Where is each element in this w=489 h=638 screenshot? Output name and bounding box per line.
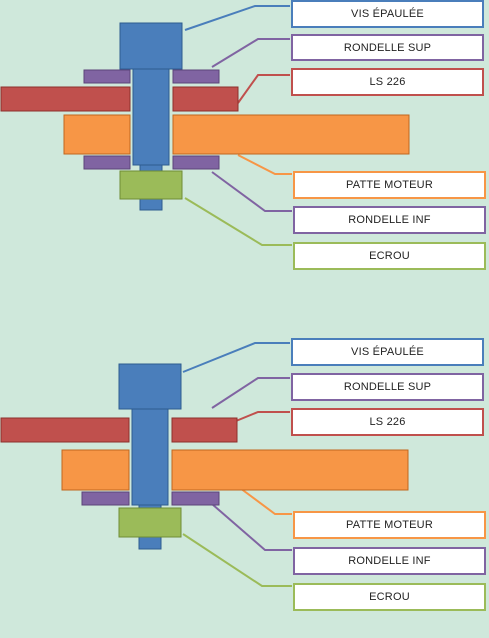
leader-patte — [237, 154, 292, 175]
leader-ecrou — [184, 197, 292, 246]
rondelle-inf-right — [171, 491, 220, 506]
vis-shank — [132, 68, 170, 166]
ecrou-nut — [118, 507, 182, 538]
label-rondelle-inf: RONDELLE INF — [293, 547, 486, 575]
rondelle-inf-left — [81, 491, 130, 506]
ls226-plate-right — [171, 417, 238, 443]
leader-vis — [182, 342, 290, 373]
leader-vis — [184, 5, 290, 31]
ls226-plate-left — [0, 86, 131, 112]
vis-head — [119, 22, 183, 70]
patte-moteur-left — [63, 114, 131, 155]
label-vis-epaulee: VIS ÉPAULÉE — [291, 0, 484, 28]
label-rondelle-sup: RONDELLE SUP — [291, 373, 484, 401]
assembly-drawing — [0, 5, 410, 246]
patte-moteur-left — [61, 449, 130, 491]
label-patte-moteur: PATTE MOTEUR — [293, 171, 486, 199]
rondelle-inf-left — [83, 155, 131, 170]
label-ls226: LS 226 — [291, 408, 484, 436]
leader-rondelle-inf — [211, 503, 292, 551]
label-rondelle-inf: RONDELLE INF — [293, 206, 486, 234]
patte-moteur-right — [172, 114, 410, 155]
vis-shank — [131, 408, 169, 506]
vis-head — [118, 363, 182, 410]
leader-ecrou — [182, 533, 292, 587]
leader-rondelle-inf — [211, 171, 292, 212]
rondelle-sup-left — [83, 69, 131, 84]
label-vis-epaulee: VIS ÉPAULÉE — [291, 338, 484, 366]
leader-rondelle-sup — [211, 377, 290, 409]
ls226-plate-right — [172, 86, 239, 112]
ecrou-nut — [119, 170, 183, 200]
label-ecrou: ECROU — [293, 583, 486, 611]
rondelle-inf-right — [172, 155, 220, 170]
leader-rondelle-sup — [211, 38, 290, 68]
assembly-diagram-bottom: VIS ÉPAULÉE RONDELLE SUP LS 226 PATTE MO… — [0, 338, 489, 638]
label-patte-moteur: PATTE MOTEUR — [293, 511, 486, 539]
leader-ls226 — [237, 74, 290, 104]
rondelle-sup-right — [172, 69, 220, 84]
leader-patte — [239, 487, 292, 515]
label-rondelle-sup: RONDELLE SUP — [291, 34, 484, 61]
patte-moteur-right — [171, 449, 409, 491]
label-ecrou: ECROU — [293, 242, 486, 270]
label-ls226: LS 226 — [291, 68, 484, 96]
assembly-drawing — [0, 342, 409, 587]
assembly-diagram-top: VIS ÉPAULÉE RONDELLE SUP LS 226 PATTE MO… — [0, 0, 489, 300]
ls226-plate-left — [0, 417, 130, 443]
